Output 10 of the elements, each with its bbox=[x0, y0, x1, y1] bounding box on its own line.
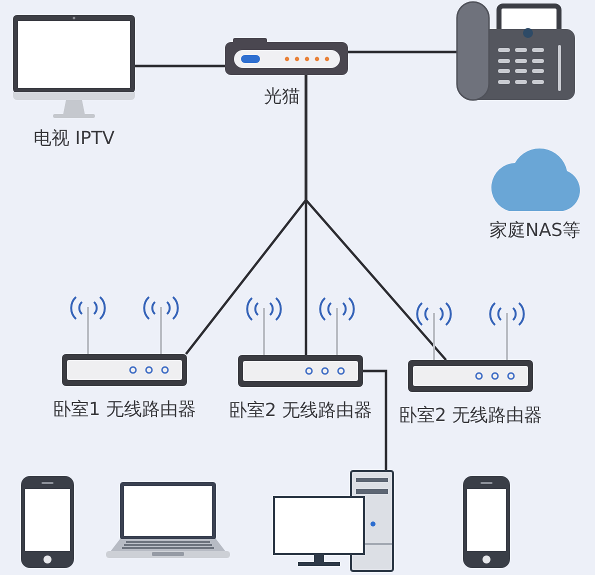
connector-line bbox=[363, 370, 388, 470]
device-label: 光猫 bbox=[264, 85, 300, 109]
connector-line bbox=[348, 50, 457, 54]
device-label: 卧室1 无线路由器 bbox=[52, 398, 196, 422]
connector-line bbox=[304, 75, 447, 361]
device-label: 卧室2 无线路由器 bbox=[398, 404, 542, 428]
device-label: 卧室2 无线路由器 bbox=[228, 399, 372, 423]
device-label: 电视 IPTV bbox=[33, 127, 115, 151]
device-label: 家庭NAS等 bbox=[489, 219, 581, 243]
connector-line bbox=[135, 64, 225, 68]
